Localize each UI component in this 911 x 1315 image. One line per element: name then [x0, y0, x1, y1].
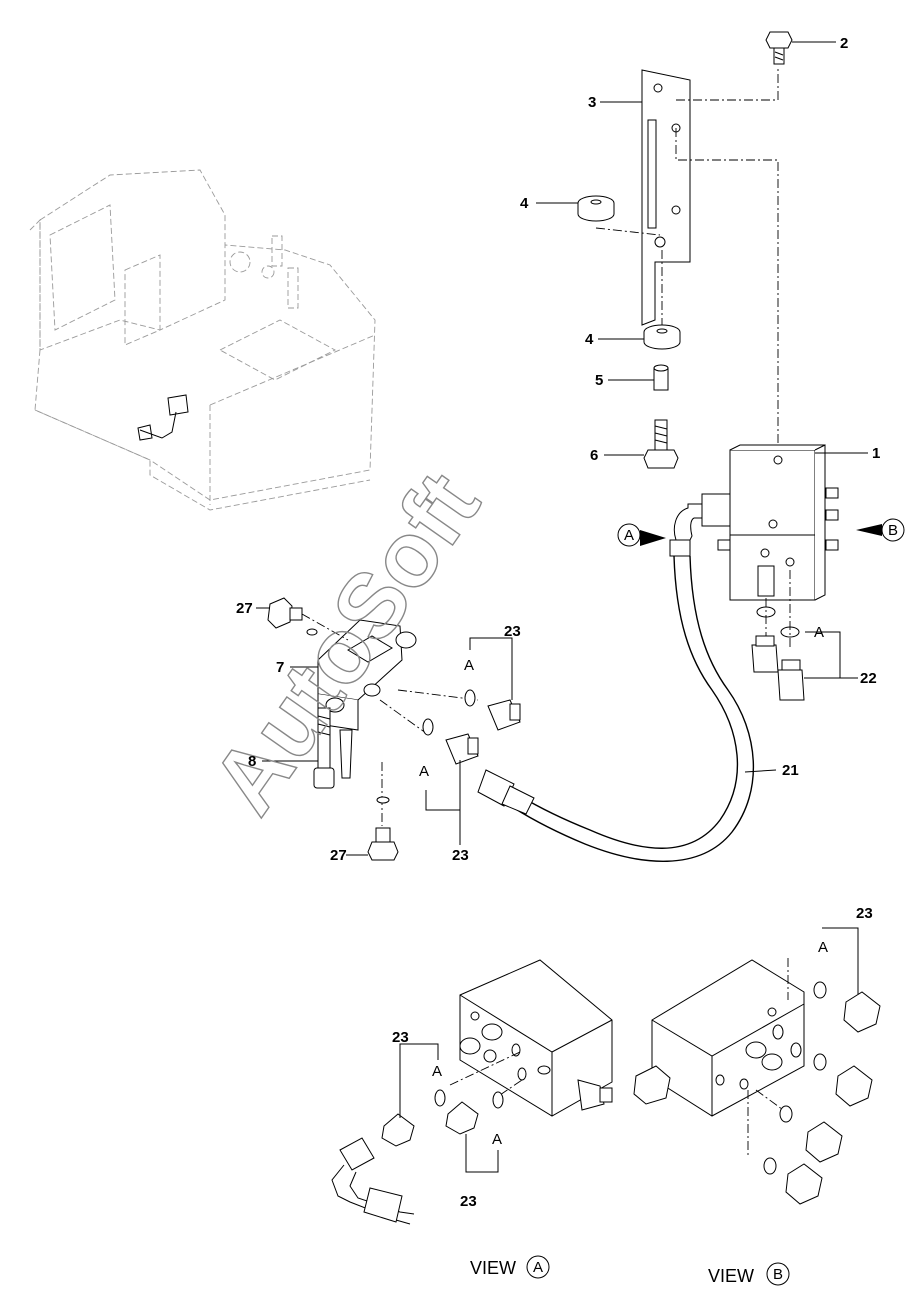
arrow-b-label: B	[888, 522, 898, 539]
view-arrows	[617, 518, 905, 547]
tag-a-22: A	[814, 624, 824, 641]
callout-2: 2	[840, 35, 848, 52]
view-b-illustration	[633, 927, 881, 1205]
tag-a-23-mid: A	[419, 763, 429, 780]
callout-5: 5	[595, 372, 603, 389]
view-b-circle-letter: B	[773, 1266, 783, 1283]
arrow-a-label: A	[624, 527, 634, 544]
view-a-illustration	[331, 959, 613, 1225]
callout-21: 21	[782, 762, 799, 779]
view-a-label: VIEW	[470, 1258, 516, 1278]
callout-6: 6	[590, 447, 598, 464]
tag-a-view-a-left: A	[432, 1063, 442, 1080]
callout-3: 3	[588, 94, 596, 111]
callout-23-mid: 23	[452, 847, 469, 864]
callout-27-upper: 27	[236, 600, 253, 617]
view-a-caption: VIEW A	[470, 1255, 550, 1279]
callout-7: 7	[276, 659, 284, 676]
excavator-cab-illustration	[29, 169, 376, 511]
callout-8: 8	[248, 753, 256, 770]
tag-a-23-upper: A	[464, 657, 474, 674]
valve-block	[669, 444, 868, 701]
manifold-assembly	[256, 597, 521, 861]
hose	[477, 555, 777, 862]
view-b-label: VIEW	[708, 1266, 754, 1286]
callout-1: 1	[872, 445, 880, 462]
callout-4-upper: 4	[520, 195, 529, 212]
callout-23-view-a-left: 23	[392, 1029, 409, 1046]
callout-4-lower: 4	[585, 331, 594, 348]
view-a-circle-letter: A	[533, 1259, 543, 1276]
callout-23-view-a-bottom: 23	[460, 1193, 477, 1210]
bracket-assembly	[536, 31, 836, 469]
view-b-caption: VIEW B	[708, 1262, 790, 1286]
callout-22: 22	[860, 670, 877, 687]
tag-a-view-b: A	[818, 939, 828, 956]
callout-27-lower: 27	[330, 847, 347, 864]
tag-a-view-a-right: A	[492, 1131, 502, 1148]
callout-23-upper: 23	[504, 623, 521, 640]
callout-23-view-b: 23	[856, 905, 873, 922]
